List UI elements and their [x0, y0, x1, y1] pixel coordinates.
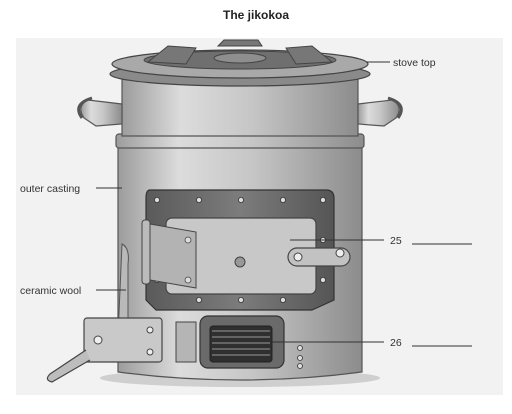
label-ceramic-wool: ceramic wool: [20, 285, 81, 297]
ash-door-rivet-2: [147, 327, 153, 333]
latch-rivet-right: [336, 249, 344, 257]
latch-rivet-left: [294, 253, 302, 261]
ash-door-handle: [47, 350, 90, 382]
right-handle: [358, 100, 399, 126]
hinge-rivet-bottom: [185, 277, 191, 283]
door-center-knob: [235, 257, 245, 267]
burner-center: [214, 53, 266, 63]
door-hinge-pin: [142, 220, 150, 284]
ash-door-hinge: [176, 322, 196, 362]
label-question-26: 26: [390, 337, 402, 349]
label-stove-top: stove top: [393, 57, 436, 69]
ash-door-rivet-3: [147, 349, 153, 355]
hinge-rivet-top: [185, 237, 191, 243]
pot-support-back: [218, 40, 262, 46]
label-outer-casting: outer casting: [20, 183, 80, 195]
vent-side-rivets: [298, 346, 303, 369]
label-question-25: 25: [390, 235, 402, 247]
left-handle: [81, 100, 122, 126]
ash-door-rivet-1: [94, 336, 102, 344]
